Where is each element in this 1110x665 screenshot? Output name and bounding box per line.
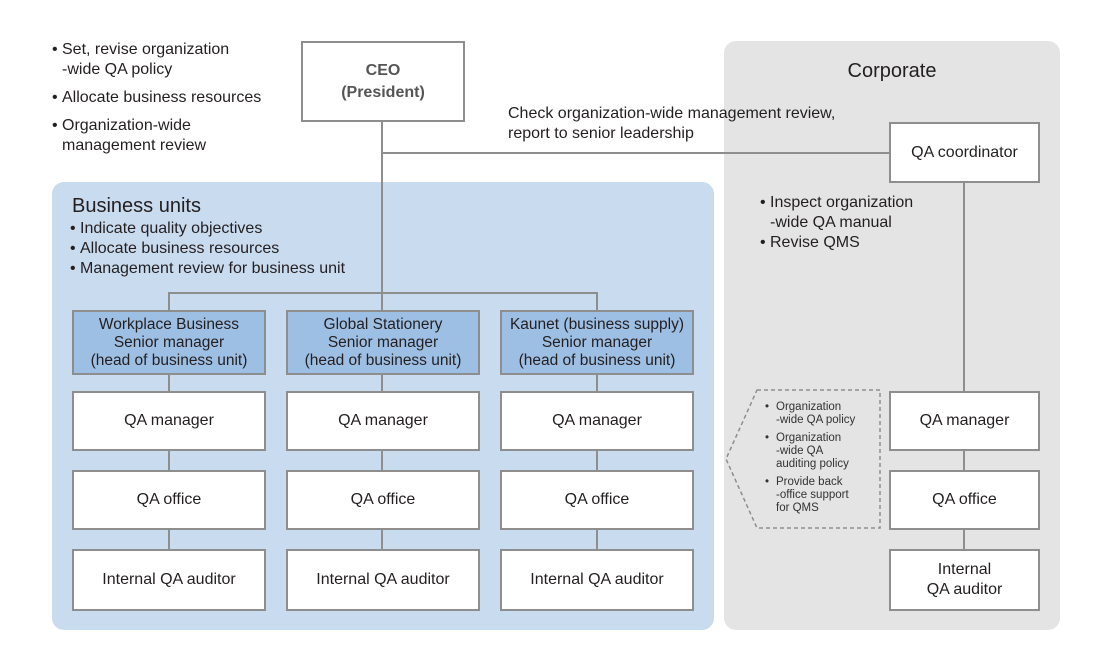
connector-bu-horizontal	[168, 292, 597, 294]
manager-note: Provide back -office support for QMS	[764, 476, 876, 515]
corporate-qa-office-box: QA office	[889, 470, 1040, 530]
ceo-note: Set, revise organization -wide QA policy	[52, 40, 292, 80]
coordinator-notes: Inspect organization -wide QA manual Rev…	[760, 193, 960, 253]
unit-head-box: Kaunet (business supply) Senior manager …	[500, 310, 694, 375]
qa-manager-box: QA manager	[72, 391, 266, 451]
qa-office-box: QA office	[72, 470, 266, 530]
connector-bu-right-drop	[596, 292, 598, 314]
ceo-title: CEO	[365, 61, 401, 79]
internal-auditor-box: Internal QA auditor	[72, 549, 266, 611]
unit-head-box: Global Stationery Senior manager (head o…	[286, 310, 480, 375]
ceo-note: Allocate business resources	[52, 88, 292, 108]
corporate-internal-auditor-box: Internal QA auditor	[889, 549, 1040, 611]
business-unit-note: Allocate business resources	[70, 239, 390, 259]
qa-office-box: QA office	[286, 470, 480, 530]
business-units-notes: Indicate quality objectives Allocate bus…	[70, 219, 390, 279]
ceo-note: Organization-wide management review	[52, 116, 292, 156]
qa-coordinator-box: QA coordinator	[889, 122, 1040, 183]
ceo-subtitle: (President)	[341, 83, 425, 101]
qa-manager-box: QA manager	[286, 391, 480, 451]
connector-ceo-down	[381, 121, 383, 314]
internal-auditor-box: Internal QA auditor	[500, 549, 694, 611]
internal-auditor-box: Internal QA auditor	[286, 549, 480, 611]
manager-note: Organization -wide QA policy	[764, 401, 876, 427]
ceo-box: CEO (President)	[301, 41, 465, 122]
connector-bu-left-drop	[168, 292, 170, 314]
connector-coordinator-manager	[963, 182, 965, 392]
corporate-title: Corporate	[847, 60, 937, 82]
ceo-notes: Set, revise organization -wide QA policy…	[52, 40, 292, 156]
coordinator-note: Inspect organization -wide QA manual	[760, 193, 960, 233]
connector-col2	[381, 374, 383, 550]
manager-note: Organization -wide QA auditing policy	[764, 432, 876, 471]
qa-manager-box: QA manager	[500, 391, 694, 451]
business-unit-note: Indicate quality objectives	[70, 219, 390, 239]
connector-ceo-coordinator	[381, 152, 891, 154]
corporate-qa-manager-box: QA manager	[889, 391, 1040, 451]
connector-col3	[596, 374, 598, 550]
coordinator-note: Revise QMS	[760, 233, 960, 253]
unit-head-box: Workplace Business Senior manager (head …	[72, 310, 266, 375]
ceo-corporate-note: Check organization-wide management revie…	[508, 105, 836, 142]
callout-dashed-outline	[725, 389, 881, 529]
connector-col1	[168, 374, 170, 550]
business-units-title: Business units	[72, 195, 201, 217]
business-unit-note: Management review for business unit	[70, 259, 390, 279]
qa-office-box: QA office	[500, 470, 694, 530]
corporate-manager-notes: Organization -wide QA policy Organizatio…	[764, 401, 876, 520]
